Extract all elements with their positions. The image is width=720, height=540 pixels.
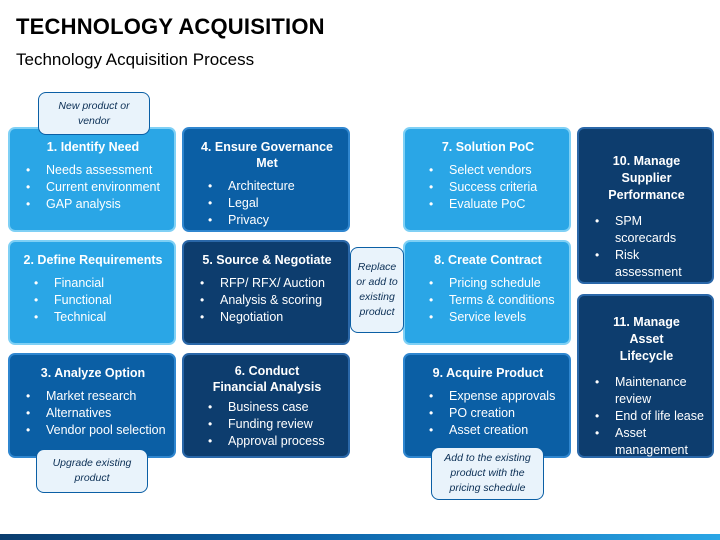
list-item: Service levels bbox=[429, 309, 561, 326]
card-title: 9. Acquire Product bbox=[432, 366, 544, 380]
callout-upgrade-existing: Upgrade existing product bbox=[36, 449, 148, 493]
card-ensure-governance: 4. Ensure Governance Met Architecture Le… bbox=[182, 127, 350, 232]
list-item: Technical bbox=[34, 309, 166, 326]
list-item: Financial bbox=[34, 275, 166, 292]
page-title: TECHNOLOGY ACQUISITION bbox=[16, 14, 325, 39]
card-title: 1. Identify Need bbox=[46, 140, 140, 154]
callout-replace-existing: Replace or add to existing product bbox=[350, 247, 404, 333]
list-item: Privacy bbox=[208, 212, 340, 229]
card-title: 7. Solution PoC bbox=[441, 140, 535, 154]
list-item: Architecture bbox=[208, 178, 340, 195]
list-item: Negotiation bbox=[200, 309, 340, 326]
card-manage-asset-lifecycle: 11. Manage Asset Lifecycle Maintenance r… bbox=[577, 294, 714, 458]
list-item: Asset creation bbox=[429, 422, 561, 439]
card-title: 10. Manage Supplier Performance bbox=[608, 154, 685, 202]
card-title: 5. Source & Negotiate bbox=[202, 253, 332, 267]
list-item: SPM scorecards bbox=[595, 213, 704, 247]
card-list: Pricing schedule Terms & conditions Serv… bbox=[423, 275, 561, 326]
list-item: End of life lease bbox=[595, 408, 704, 425]
list-item: PO creation bbox=[429, 405, 561, 422]
list-item: RFP/ RFX/ Auction bbox=[200, 275, 340, 292]
card-source-negotiate: 5. Source & Negotiate RFP/ RFX/ Auction … bbox=[182, 240, 350, 345]
card-list: Market research Alternatives Vendor pool… bbox=[20, 388, 166, 439]
card-list: Needs assessment Current environment GAP… bbox=[20, 162, 166, 213]
bottom-accent-bar bbox=[0, 534, 720, 540]
callout-add-to-existing: Add to the existing product with the pri… bbox=[431, 447, 544, 500]
card-list: Expense approvals PO creation Asset crea… bbox=[423, 388, 561, 439]
card-list: Architecture Legal Privacy bbox=[202, 178, 340, 229]
list-item: Vendor pool selection bbox=[26, 422, 166, 439]
card-list: Financial Functional Technical bbox=[28, 275, 166, 326]
list-item: GAP analysis bbox=[26, 196, 166, 213]
list-item: Funding review bbox=[208, 416, 340, 433]
card-title: 6. Conduct Financial Analysis bbox=[212, 364, 322, 394]
card-analyze-option: 3. Analyze Option Market research Altern… bbox=[8, 353, 176, 458]
list-item: Evaluate PoC bbox=[429, 196, 561, 213]
list-item: Asset management bbox=[595, 425, 704, 459]
list-item: Market research bbox=[26, 388, 166, 405]
card-title: 3. Analyze Option bbox=[40, 366, 146, 380]
list-item: Select vendors bbox=[429, 162, 561, 179]
list-item: Terms & conditions bbox=[429, 292, 561, 309]
list-item: Approval process bbox=[208, 433, 340, 450]
card-list: Business case Funding review Approval pr… bbox=[202, 399, 340, 450]
list-item: Functional bbox=[34, 292, 166, 309]
card-title: 4. Ensure Governance Met bbox=[200, 140, 333, 170]
list-item: Legal bbox=[208, 195, 340, 212]
list-item: Alternatives bbox=[26, 405, 166, 422]
card-list: Select vendors Success criteria Evaluate… bbox=[423, 162, 561, 213]
callout-new-product: New product or vendor bbox=[38, 92, 150, 135]
page-subtitle: Technology Acquisition Process bbox=[16, 50, 255, 69]
list-item: Pricing schedule bbox=[429, 275, 561, 292]
card-list: Maintenance review End of life lease Ass… bbox=[589, 374, 704, 459]
list-item: Analysis & scoring bbox=[200, 292, 340, 309]
card-define-requirements: 2. Define Requirements Financial Functio… bbox=[8, 240, 176, 345]
list-item: Risk assessment bbox=[595, 247, 704, 281]
list-item: Needs assessment bbox=[26, 162, 166, 179]
list-item: Business case bbox=[208, 399, 340, 416]
list-item: Current environment bbox=[26, 179, 166, 196]
card-conduct-financial-analysis: 6. Conduct Financial Analysis Business c… bbox=[182, 353, 350, 458]
card-title: 8. Create Contract bbox=[434, 253, 542, 267]
card-manage-supplier-performance: 10. Manage Supplier Performance SPM scor… bbox=[577, 127, 714, 313]
list-item: Success criteria bbox=[429, 179, 561, 196]
card-list: RFP/ RFX/ Auction Analysis & scoring Neg… bbox=[194, 275, 340, 326]
list-item: Expense approvals bbox=[429, 388, 561, 405]
card-title: 11. Manage Asset Lifecycle bbox=[613, 315, 680, 363]
card-create-contract: 8. Create Contract Pricing schedule Term… bbox=[403, 240, 571, 345]
card-solution-poc: 7. Solution PoC Select vendors Success c… bbox=[403, 127, 571, 232]
card-acquire-product: 9. Acquire Product Expense approvals PO … bbox=[403, 353, 571, 458]
card-identify-need: 1. Identify Need Needs assessment Curren… bbox=[8, 127, 176, 232]
list-item: Maintenance review bbox=[595, 374, 704, 408]
card-title: 2. Define Requirements bbox=[23, 253, 163, 267]
